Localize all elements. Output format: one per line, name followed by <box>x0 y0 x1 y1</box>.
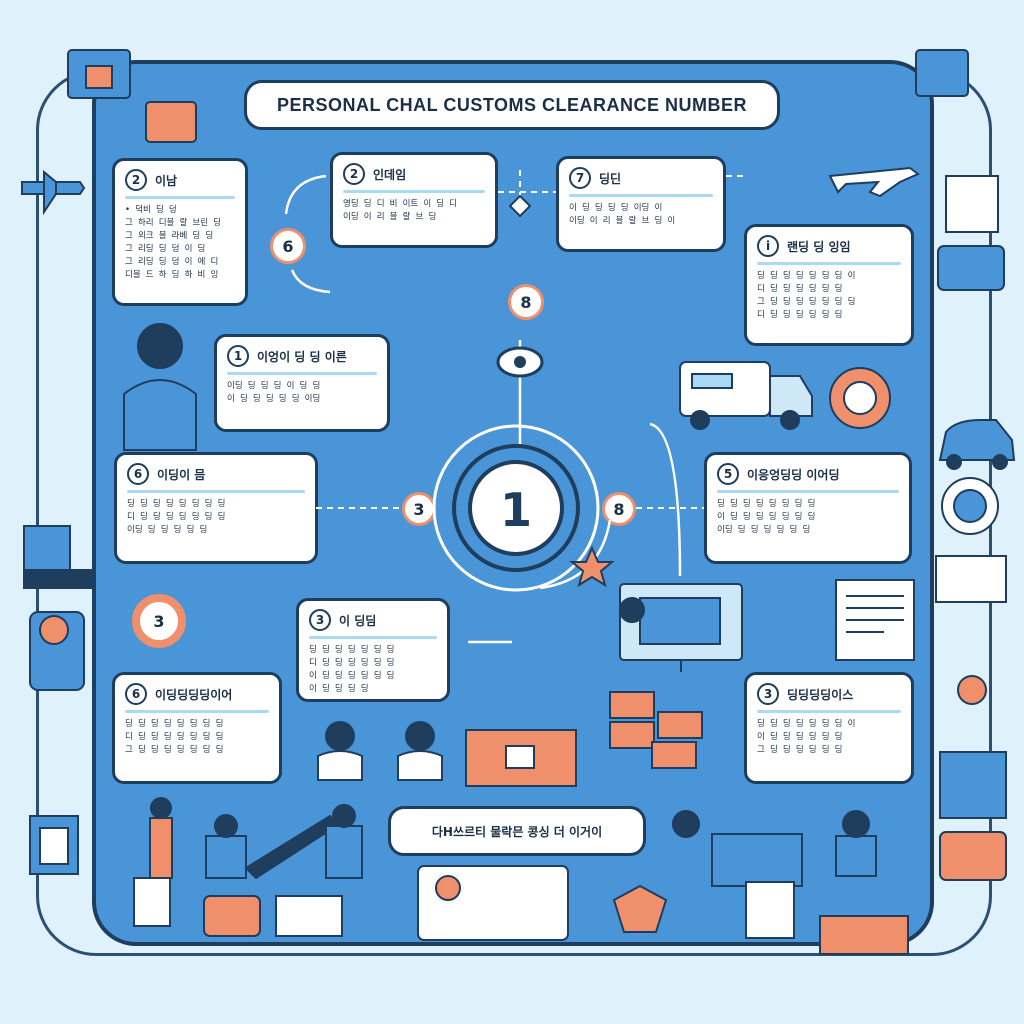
step-number: 7 <box>569 167 591 189</box>
page-title: PERSONAL CHAL CUSTOMS CLEARANCE NUMBER <box>244 80 780 130</box>
truck-icon <box>23 525 71 571</box>
step-text: 이딩 딩 딩 딩 이 딩 딩 이 딩 딩 딩 딩 딩 이딩 <box>227 381 321 404</box>
step-card-bottom-left: 6 이딩딩딩딩이어 딩 딩 딩 딩 딩 딩 딩 딩 디 딩 딩 딩 딩 딩 딩 딩… <box>112 672 282 784</box>
gear-icon <box>829 367 891 429</box>
step-text: 딩 딩 딩 딩 딩 딩 딩 딩 디 딩 딩 딩 딩 딩 딩 딩 이딩 딩 딩 딩… <box>127 499 226 535</box>
step-heading: 인데임 <box>373 167 407 182</box>
step-text: • 덕비 딩 덩 그 하리 디블 랄 브린 딩 그 외크 블 라베 딩 딩 그 … <box>125 205 221 280</box>
step-number: 6 <box>127 463 149 485</box>
person-icon <box>123 323 197 451</box>
step-number: i <box>757 235 779 257</box>
orange-step-circle: 3 <box>132 594 186 648</box>
orange-step-circle: 8 <box>508 284 544 320</box>
step-card-top-right: 7 딩딘 이 딩 딩 딩 딩 이딩 이 이딩 이 리 블 랄 브 딩 이 <box>556 156 726 252</box>
step-text: 딩 딩 딩 딩 딩 딩 딩 이 이 딩 딩 딩 딩 딩 딩 그 딩 딩 딩 딩 … <box>757 719 856 755</box>
step-number: 3 <box>757 683 779 705</box>
step-card-left-1: 1 이엉이 딩 딩 이른 이딩 딩 딩 딩 이 딩 딩 이 딩 딩 딩 딩 딩 이… <box>214 334 390 432</box>
step-card-bottom-right: 3 딩딩딩딩이스 딩 딩 딩 딩 딩 딩 딩 이 이 딩 딩 딩 딩 딩 딩 그 … <box>744 672 914 784</box>
step-number: 1 <box>227 345 249 367</box>
step-text: 딩 딩 딩 딩 딩 딩 딩 딩 이 딩 딩 딩 딩 딩 딩 딩 이딩 딩 딩 딩… <box>717 499 816 535</box>
step-text: 딩 딩 딩 딩 딩 딩 딩 디 딩 딩 딩 딩 딩 딩 이 딩 딩 딩 딩 딩 … <box>309 645 395 694</box>
star-icon <box>569 545 615 588</box>
box-icon <box>465 691 703 787</box>
step-text: 딩 딩 딩 딩 딩 딩 딩 딩 디 딩 딩 딩 딩 딩 딩 딩 그 딩 딩 딩 … <box>125 719 224 755</box>
step-heading: 랜딩 딩 잉임 <box>787 239 851 254</box>
step-heading: 이응엉딩딩 이어딩 <box>747 467 840 482</box>
step-heading: 딩딘 <box>599 171 622 186</box>
step-heading: 이엉이 딩 딩 이른 <box>257 349 347 364</box>
step-number: 6 <box>125 683 147 705</box>
step-text: 영딩 딩 디 비 이트 이 딩 디 이딩 이 리 블 랄 브 딩 <box>343 199 458 222</box>
airplane-icon <box>21 169 86 216</box>
step-number: 2 <box>343 163 365 185</box>
step-text: 딩 딩 딩 딩 딩 딩 딩 이 디 딩 딩 딩 딩 딩 딩 그 딩 딩 딩 딩 … <box>757 271 856 320</box>
eye-icon <box>496 346 544 378</box>
monitor-icon <box>619 583 743 672</box>
step-card-top-center: 2 인데임 영딩 딩 디 비 이트 이 딩 디 이딩 이 리 블 랄 브 딩 <box>330 152 498 248</box>
step-card-top-left: 2 이남 • 덕비 딩 덩 그 하리 디블 랄 브린 딩 그 외크 블 라베 딩 … <box>112 158 248 306</box>
step-heading: 이딩딩딩딩이어 <box>155 687 233 702</box>
step-text: 이 딩 딩 딩 딩 이딩 이 이딩 이 리 블 랄 브 딩 이 <box>569 203 676 226</box>
car-icon <box>938 419 1016 461</box>
person-icon <box>317 721 443 781</box>
step-card-right-2: 5 이응엉딩딩 이어딩 딩 딩 딩 딩 딩 딩 딩 딩 이 딩 딩 딩 딩 딩 딩… <box>704 452 912 564</box>
step-number: 5 <box>717 463 739 485</box>
orange-step-circle: 6 <box>270 228 306 264</box>
step-card-right-top: i 랜딩 딩 잉임 딩 딩 딩 딩 딩 딩 딩 이 디 딩 딩 딩 딩 딩 딩 그… <box>744 224 914 346</box>
step-number: 2 <box>125 169 147 191</box>
step-card-center-3: 3 이 딩딤 딩 딩 딩 딩 딩 딩 딩 디 딩 딩 딩 딩 딩 딩 이 딩 딩 … <box>296 598 450 702</box>
step-heading: 이 딩딤 <box>339 613 377 628</box>
step-heading: 이남 <box>155 173 178 188</box>
document-icon <box>835 579 915 661</box>
bottom-summary-box: 다H쓰르티 물락믄 콩싱 더 이거이 <box>388 806 646 856</box>
center-number: 1 <box>500 483 532 537</box>
step-number: 3 <box>309 609 331 631</box>
step-card-left-2: 6 이딩이 믐 딩 딩 딩 딩 딩 딩 딩 딩 디 딩 딩 딩 딩 딩 딩 딩 이… <box>114 452 318 564</box>
truck-icon <box>679 361 813 430</box>
step-heading: 이딩이 믐 <box>157 467 206 482</box>
orange-step-circle: 8 <box>602 492 636 526</box>
suitcase-icon <box>937 245 1005 291</box>
airplane-icon <box>828 166 920 198</box>
step-heading: 딩딩딩딩이스 <box>787 687 854 702</box>
